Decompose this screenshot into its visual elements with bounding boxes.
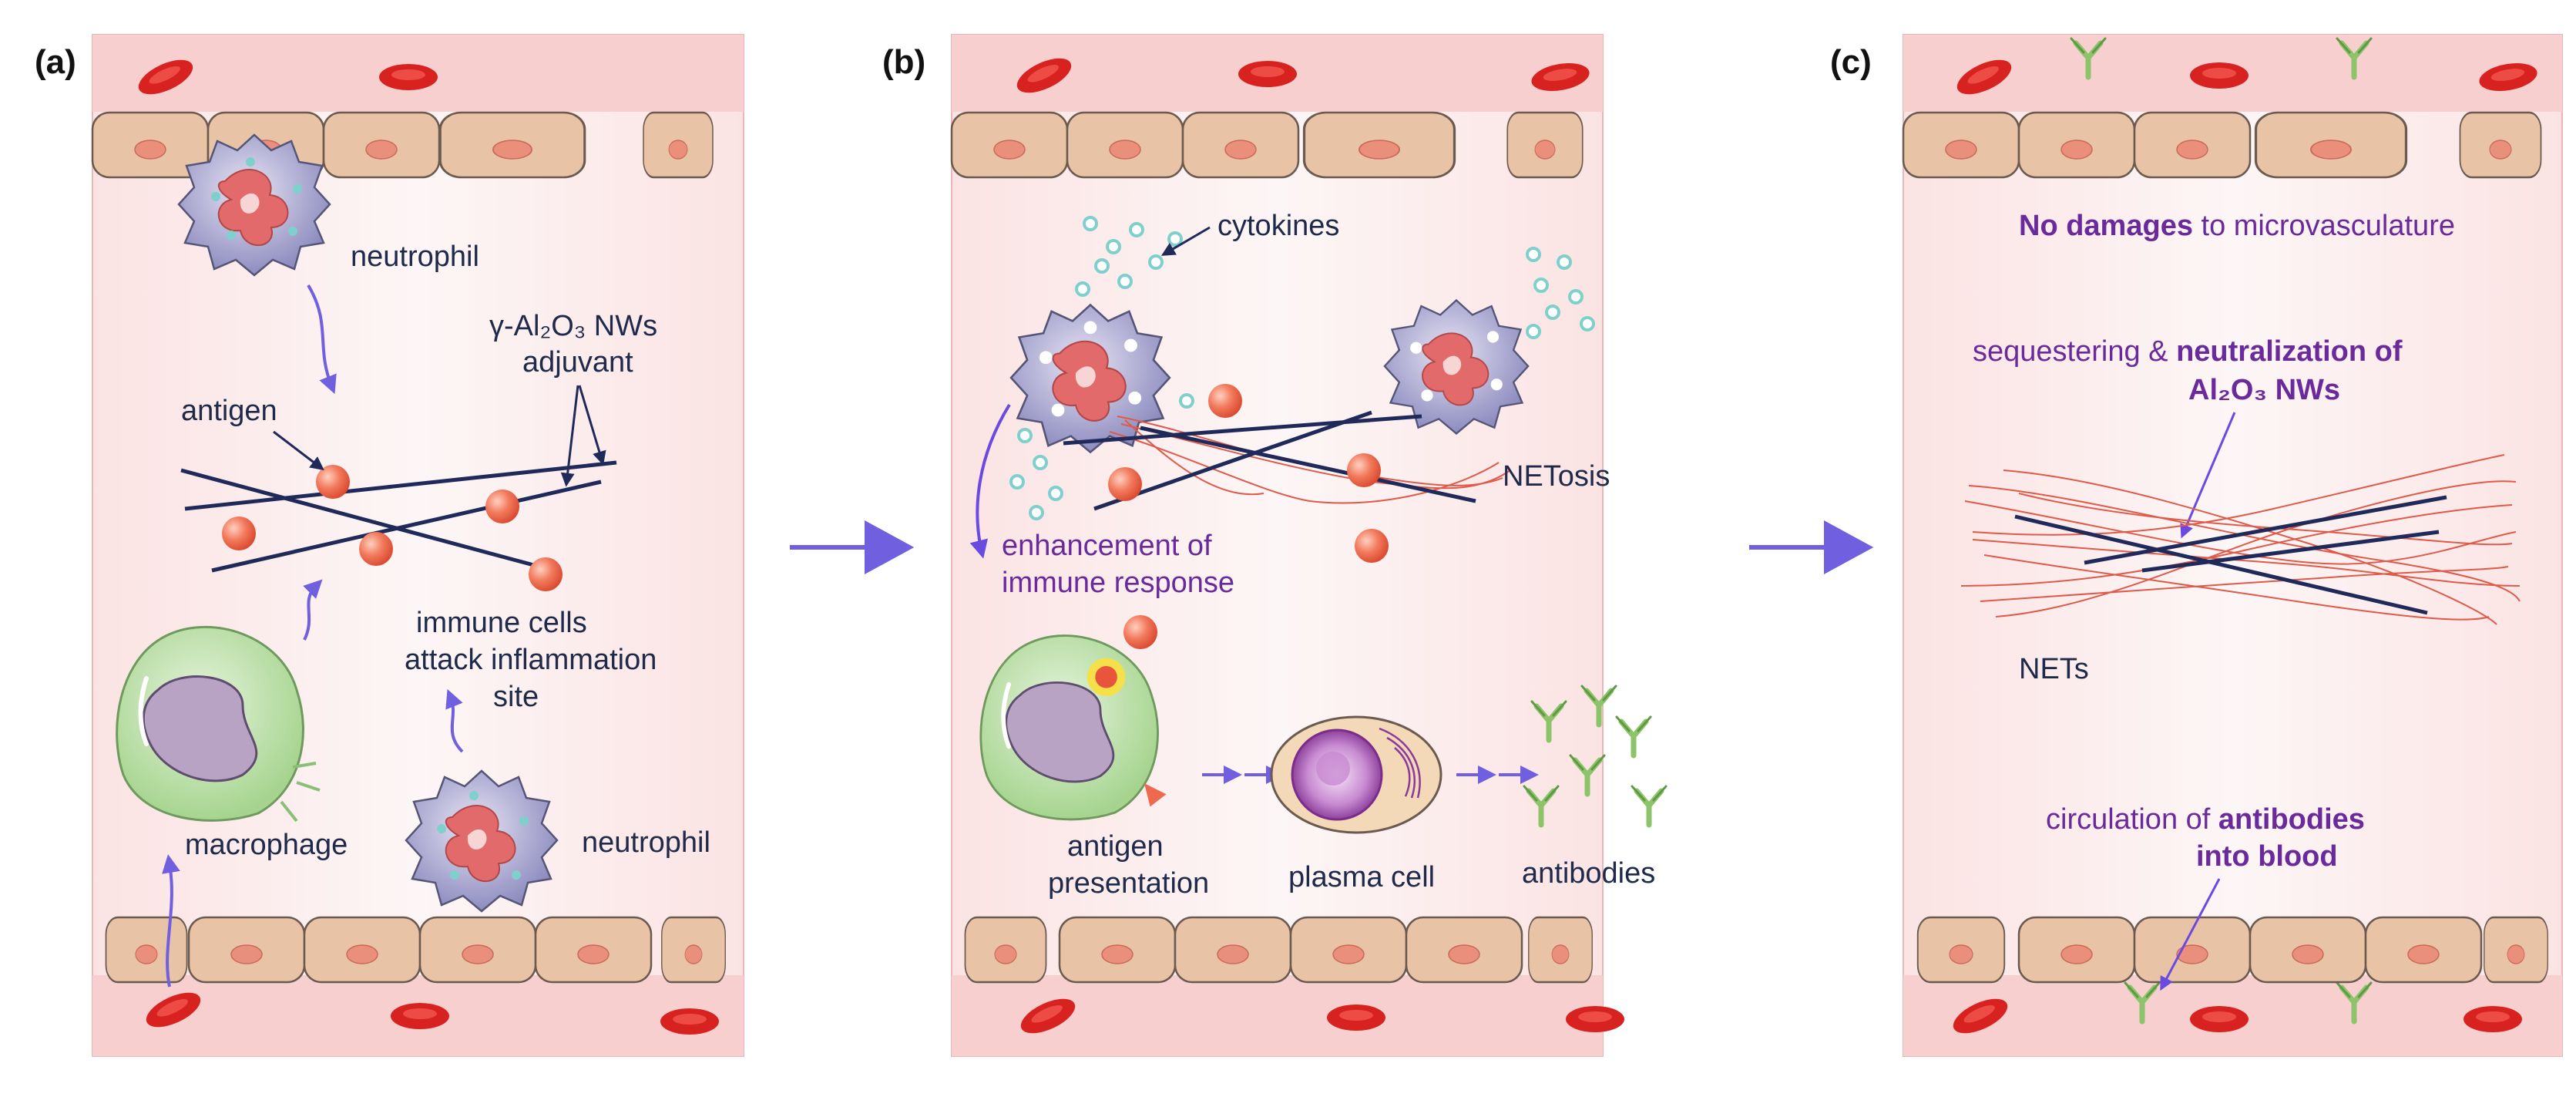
vessel-lumen bbox=[92, 34, 744, 1057]
cytokines-label: cytokines bbox=[1217, 210, 1339, 242]
neutrophil-label: neutrophil bbox=[582, 826, 710, 859]
red-blood-cell bbox=[2463, 1006, 2522, 1032]
immune-label-line1: immune cells bbox=[416, 607, 587, 639]
macrophage-cell bbox=[979, 634, 1167, 821]
red-blood-cell bbox=[1238, 61, 1297, 87]
sequestering-label-line1: sequestering & neutralization of bbox=[1973, 335, 2403, 368]
nanowires bbox=[2014, 495, 2447, 615]
no-damage-label: No damages to microvasculature bbox=[2019, 210, 2455, 242]
endothelial-layer-bottom bbox=[105, 916, 727, 984]
circulation-label-line1: circulation of antibodies bbox=[2046, 803, 2365, 836]
red-blood-cell bbox=[379, 64, 438, 90]
macrophage-cell bbox=[116, 625, 321, 823]
neutrophil-cell bbox=[1383, 299, 1530, 435]
migration-arrow bbox=[307, 284, 337, 395]
neutrophil-cell bbox=[1009, 304, 1171, 453]
vessel-lumen bbox=[951, 34, 1604, 1057]
antibodies-label: antibodies bbox=[1522, 857, 1655, 890]
red-blood-cell bbox=[660, 1008, 719, 1035]
antigen-label: antigen bbox=[181, 395, 277, 427]
enhancement-label-line1: enhancement of bbox=[1002, 530, 1212, 562]
adjuvant-label-line1: γ-Al₂O₃ NWs bbox=[489, 310, 657, 342]
immune-label-line3: site bbox=[493, 681, 539, 713]
antibody-icon bbox=[1632, 786, 1666, 825]
neutrophil-cell bbox=[177, 133, 331, 277]
no-damage-bold: No damages bbox=[2019, 210, 2193, 242]
antigen-presentation-label-line2: presentation bbox=[1048, 867, 1209, 900]
sequestering-normal: sequestering & bbox=[1973, 335, 2176, 368]
circulation-label-line2: into blood bbox=[2196, 840, 2338, 873]
red-blood-cell bbox=[2190, 62, 2249, 89]
neutrophil-cell bbox=[405, 769, 559, 913]
panel-c: (c) No damages to microvasculature seque… bbox=[1830, 34, 2563, 1057]
plasma-cell-label: plasma cell bbox=[1288, 861, 1435, 893]
panel-a: (a) neutrophil antigen γ-Al₂O₃ NWs bbox=[35, 34, 744, 1057]
migration-arrow bbox=[162, 854, 180, 988]
panel-b: (b) cytokines bbox=[882, 34, 1666, 1057]
macrophage-label: macrophage bbox=[185, 829, 348, 861]
circulation-normal: circulation of bbox=[2046, 803, 2218, 836]
panel-label: (c) bbox=[1830, 43, 1872, 81]
red-blood-cell bbox=[1566, 1006, 1624, 1032]
migration-arrow bbox=[445, 688, 464, 753]
adjuvant-pointer bbox=[578, 385, 606, 466]
cytokines-pointer bbox=[1160, 226, 1211, 256]
enhancement-label-line2: immune response bbox=[1002, 567, 1234, 599]
nanowires bbox=[1063, 410, 1476, 511]
panel-label: (b) bbox=[882, 43, 925, 81]
antigen-pointer bbox=[273, 430, 324, 471]
adjuvant-label-line2: adjuvant bbox=[522, 346, 633, 379]
antibody-icon bbox=[1617, 717, 1651, 755]
net-fibers bbox=[1960, 454, 2521, 625]
plasma-cell bbox=[1270, 715, 1442, 834]
nanowires bbox=[180, 460, 617, 573]
no-damage-rest: to microvasculature bbox=[2193, 210, 2455, 242]
red-blood-cell bbox=[2190, 1006, 2249, 1032]
enhancement-arrow bbox=[969, 403, 1011, 559]
antigen-presentation-label-line1: antigen bbox=[1067, 830, 1164, 863]
adjuvant-pointer bbox=[560, 385, 579, 487]
cytokines bbox=[1009, 216, 1595, 520]
vessel-lumen bbox=[1903, 34, 2563, 1057]
sequestering-pointer bbox=[2180, 412, 2236, 539]
sequestering-bold: neutralization of bbox=[2176, 335, 2403, 368]
netosis-label: NETosis bbox=[1503, 460, 1610, 493]
migration-arrow bbox=[303, 579, 323, 641]
sequestering-label-line2: Al₂O₃ NWs bbox=[2188, 374, 2340, 406]
circulation-bold: antibodies bbox=[2218, 803, 2365, 836]
red-blood-cell bbox=[1327, 1004, 1385, 1031]
red-blood-cell bbox=[391, 1003, 449, 1029]
panel-transition-arrow bbox=[1749, 520, 1874, 575]
nets-label: NETs bbox=[2019, 653, 2089, 685]
circulation-pointer bbox=[2160, 878, 2221, 991]
neutrophil-label: neutrophil bbox=[351, 241, 479, 273]
panel-label: (a) bbox=[35, 43, 76, 81]
panel-transition-arrow bbox=[790, 520, 915, 575]
immune-label-line2: attack inflammation bbox=[405, 644, 657, 676]
